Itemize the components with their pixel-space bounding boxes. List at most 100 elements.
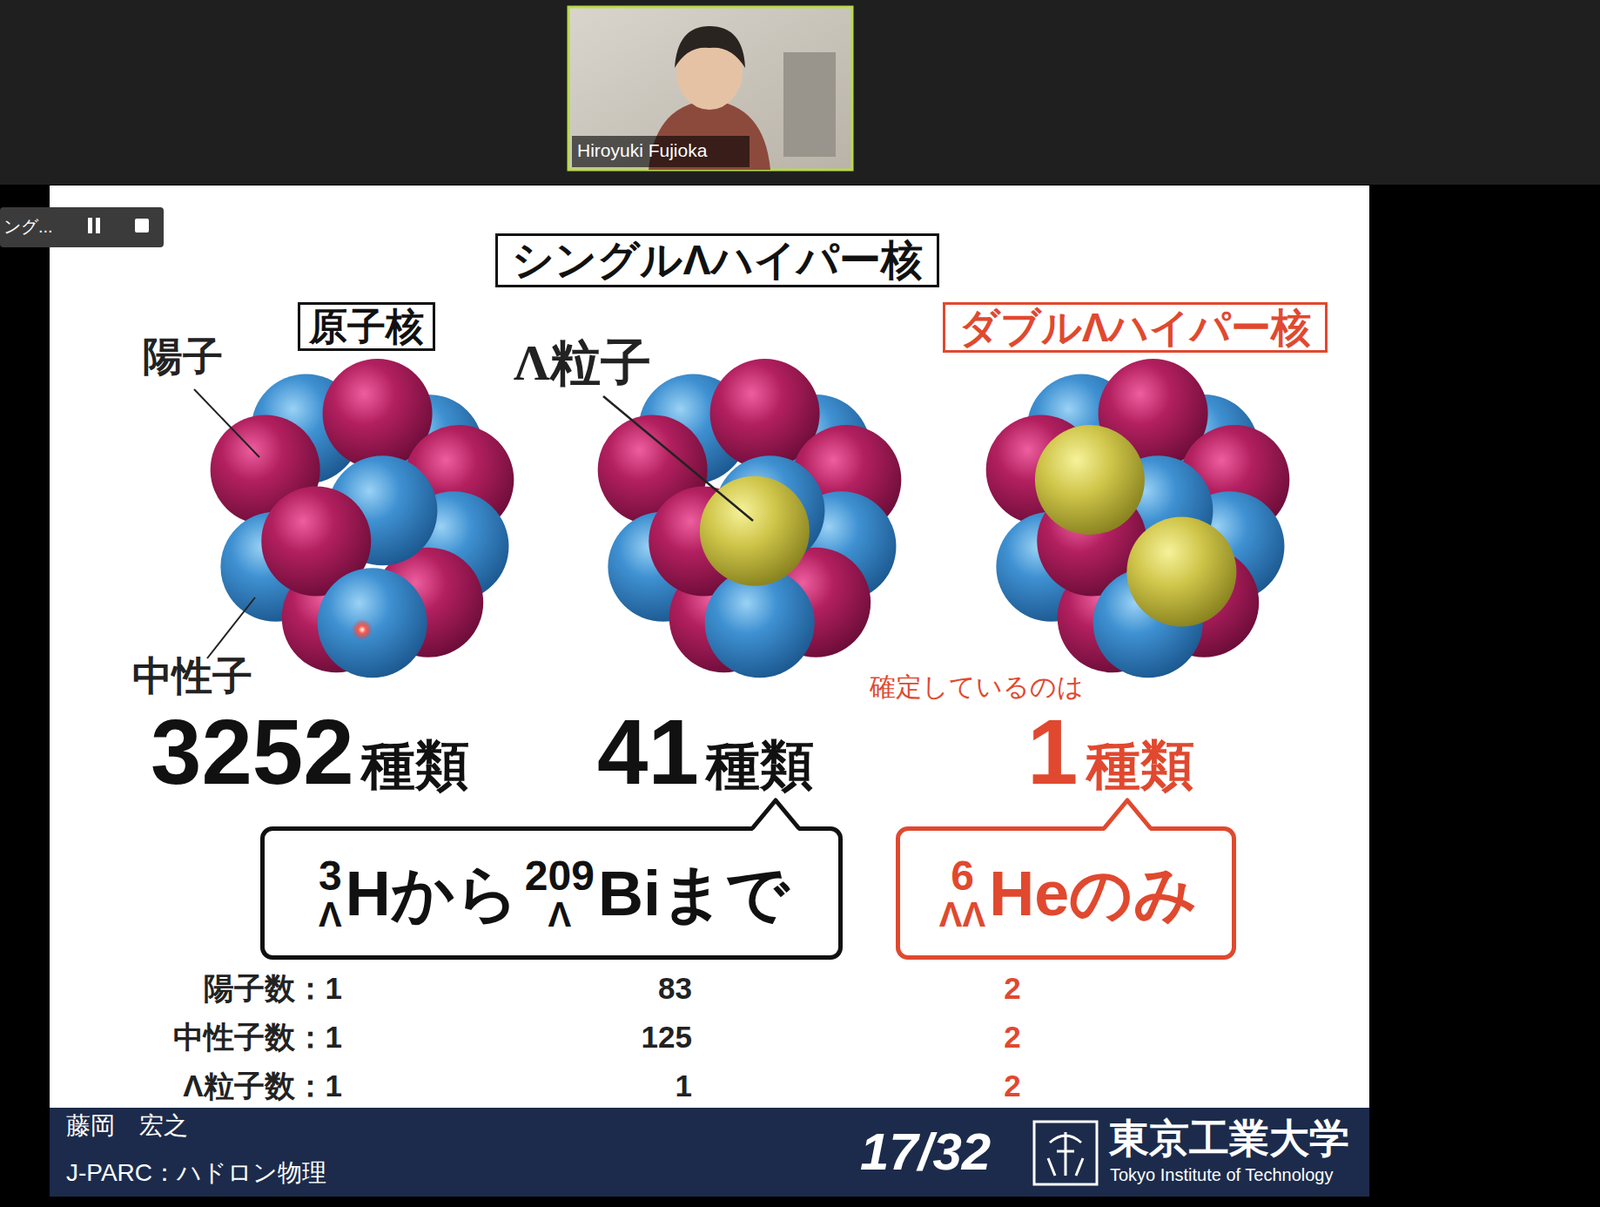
institution-name: 東京工業大学 bbox=[1109, 1115, 1350, 1161]
callout-tail bbox=[749, 796, 802, 832]
label-group: 1 bbox=[675, 1068, 693, 1103]
table-cell: 2 bbox=[1003, 1020, 1021, 1055]
pause-icon bbox=[87, 217, 93, 234]
part-label: 中性子 bbox=[132, 654, 253, 700]
label-group: 藤岡 宏之 bbox=[66, 1112, 189, 1140]
nuclide-text: ダブルΛハイパー核 bbox=[959, 307, 1312, 348]
count-number: 3252 bbox=[150, 701, 355, 803]
talk-topic: J-PARC：ハドロン物理 bbox=[66, 1159, 327, 1187]
callout-tail-outline bbox=[752, 800, 800, 829]
table-cell: 1 bbox=[675, 1068, 693, 1103]
heading-text: シングルΛハイパー核 bbox=[511, 236, 922, 283]
table-cell: Λ粒子数：1 bbox=[182, 1068, 343, 1103]
part-label: 陽子 bbox=[142, 335, 223, 380]
label-group: 2 bbox=[1003, 1068, 1021, 1103]
nuclide-part: 209 bbox=[524, 854, 595, 897]
heading-text: 原子核 bbox=[309, 304, 424, 348]
neutron-sphere bbox=[317, 567, 428, 678]
nuclide-part: Hから bbox=[345, 858, 520, 928]
leader-line bbox=[603, 396, 753, 521]
nuclide-part: ΛΛ bbox=[939, 896, 986, 932]
author-name: 藤岡 宏之 bbox=[66, 1112, 189, 1140]
lambda-sphere bbox=[699, 476, 810, 586]
name-tag bbox=[571, 135, 750, 168]
label-group: 2 bbox=[1003, 971, 1021, 1006]
leader-line bbox=[207, 597, 256, 659]
stop-icon bbox=[134, 218, 149, 233]
label-group: 41種類 bbox=[597, 701, 814, 803]
slide-ground bbox=[49, 185, 1370, 1108]
heading-box: 原子核 bbox=[297, 302, 436, 351]
label-group: J-PARC：ハドロン物理 bbox=[66, 1159, 327, 1187]
label-group: 中性子 bbox=[132, 654, 253, 700]
nuclide-text: Heのみ bbox=[988, 861, 1198, 925]
nuclide-text: シングルΛハイパー核 bbox=[511, 239, 922, 282]
label-group: 陽子 bbox=[142, 335, 223, 380]
video-tile bbox=[568, 6, 853, 170]
label-group: 陽子数：1 bbox=[203, 971, 343, 1006]
label-group: 確定しているのは bbox=[869, 672, 1084, 701]
nuclide-part: 6 bbox=[950, 854, 975, 897]
nuclide-part: Λ bbox=[318, 896, 343, 932]
label-group: Λ粒子 bbox=[513, 335, 652, 391]
table-cell: 中性子数：1 bbox=[173, 1020, 343, 1055]
heading-box: ダブルΛハイパー核 bbox=[942, 302, 1329, 353]
pause-icon bbox=[95, 217, 101, 234]
label-group: ング... bbox=[3, 216, 54, 236]
nuclei-illustration bbox=[210, 358, 1291, 678]
title-box: シングルΛハイパー核 bbox=[495, 233, 939, 288]
recording-bar bbox=[0, 207, 164, 248]
top-bar bbox=[0, 0, 1600, 185]
table-cell: 125 bbox=[641, 1020, 693, 1055]
label-group: 中性子数：1 bbox=[173, 1020, 343, 1055]
page-number: 17/32 bbox=[860, 1122, 991, 1181]
slide-footer bbox=[49, 1107, 1370, 1197]
nuclide-script: 6ΛΛ bbox=[939, 854, 986, 932]
nuclide-part: Heのみ bbox=[988, 858, 1198, 928]
table-cell: 2 bbox=[1003, 1068, 1021, 1103]
label-group: Tokyo Institute of Technology bbox=[1109, 1164, 1333, 1184]
nuclide-script: 3Λ bbox=[318, 854, 343, 932]
callout-tail-fill bbox=[1102, 800, 1152, 833]
callout-box: 3ΛHから209ΛBiまで bbox=[260, 826, 843, 960]
label-group: Λ粒子数：1 bbox=[182, 1068, 343, 1103]
nuclide-part: Biまで bbox=[598, 858, 790, 928]
label-group: 1種類 bbox=[1027, 701, 1195, 803]
table-cell: 83 bbox=[658, 971, 693, 1006]
participant-name: Hiroyuki Fujioka bbox=[577, 140, 707, 161]
nuclide-part: Λ bbox=[548, 896, 572, 932]
recording-title: ング... bbox=[3, 216, 54, 236]
university-logo-mark bbox=[1048, 1131, 1083, 1176]
label-group: Hiroyuki Fujioka bbox=[577, 140, 707, 161]
person-hair bbox=[674, 26, 746, 68]
count-unit: 種類 bbox=[705, 735, 814, 795]
label-group: 3252種類 bbox=[150, 701, 470, 803]
callout-tail bbox=[1101, 796, 1154, 832]
video-background bbox=[783, 52, 836, 157]
nuclide-text: Hから bbox=[345, 861, 520, 925]
nuclide-part: 3 bbox=[318, 854, 343, 897]
nuclide-text: Biまで bbox=[598, 861, 790, 925]
callout-box: 6ΛΛHeのみ bbox=[895, 826, 1237, 960]
count-unit: 種類 bbox=[361, 735, 470, 795]
leader-line bbox=[194, 389, 260, 458]
count-unit: 種類 bbox=[1086, 735, 1195, 795]
lambda-sphere bbox=[1126, 517, 1237, 627]
label-group: 17/32 bbox=[860, 1122, 991, 1181]
table-cell: 2 bbox=[1003, 971, 1021, 1006]
nuclide-script: 209Λ bbox=[524, 854, 595, 932]
count-number: 1 bbox=[1027, 701, 1078, 803]
lambda-sphere bbox=[1035, 424, 1145, 535]
quark-dot bbox=[351, 618, 373, 640]
table-cell: 陽子数：1 bbox=[203, 971, 343, 1006]
label-group: 83 bbox=[658, 971, 693, 1006]
count-number: 41 bbox=[597, 701, 700, 803]
note-text: 確定しているのは bbox=[869, 672, 1084, 701]
label-group: 125 bbox=[641, 1020, 693, 1055]
callout-tail-fill bbox=[751, 800, 800, 833]
callout-tail-outline bbox=[1103, 800, 1151, 829]
university-logo bbox=[1034, 1121, 1097, 1184]
heading-text: ダブルΛハイパー核 bbox=[959, 304, 1312, 350]
institution-name: Tokyo Institute of Technology bbox=[1109, 1164, 1333, 1184]
